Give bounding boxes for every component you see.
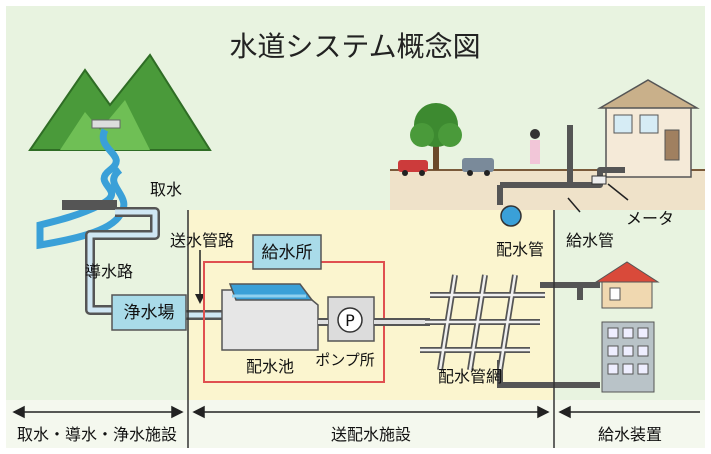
person-icon <box>530 129 540 164</box>
car-icon-2 <box>462 158 494 176</box>
distribution-pipe-label: 配水管 <box>496 240 544 259</box>
mountains-icon <box>28 53 212 151</box>
small-house-icon <box>594 261 660 309</box>
meter-icon <box>591 175 607 185</box>
service-branch-pipes <box>540 282 600 388</box>
diagram-title: 水道システム概念図 <box>229 30 480 63</box>
distribution-network-label: 配水管網 <box>438 367 502 386</box>
car-icon <box>398 160 428 176</box>
section-label-right: 給水装置 <box>598 425 662 444</box>
distribution-reservoir-label: 配水池 <box>246 357 294 376</box>
purification-plant-box <box>111 294 187 331</box>
section-label-middle: 送配水施設 <box>331 425 411 444</box>
tree-icon <box>410 103 462 170</box>
distribution-reservoir-icon <box>221 283 319 351</box>
distribution-pipe-section-icon <box>500 205 522 227</box>
conveyance-main-label: 導水路 <box>85 262 133 281</box>
intake-structure-icon <box>62 200 117 210</box>
intake-label: 取水 <box>150 180 182 199</box>
section-label-left: 取水・導水・浄水施設 <box>17 425 177 444</box>
apartment-building-icon <box>601 321 655 393</box>
water-supply-station-label: 給水所 <box>262 243 313 263</box>
water-supply-station-box <box>252 234 322 270</box>
meter-label: メータ <box>626 209 674 228</box>
section-bar <box>6 400 705 448</box>
service-pipe-pointer <box>567 197 581 213</box>
transmission-main-label: 送水管路 <box>170 231 234 250</box>
section-arrows <box>12 405 700 419</box>
pump-station-icon <box>327 296 375 342</box>
service-pipe-label: 給水管 <box>566 231 614 250</box>
house-icon <box>597 79 700 178</box>
meter-pointer <box>607 183 629 201</box>
pump-symbol: P <box>345 311 355 330</box>
pump-station-label: ポンプ所 <box>315 351 375 369</box>
purification-plant-label: 浄水場 <box>124 303 175 323</box>
